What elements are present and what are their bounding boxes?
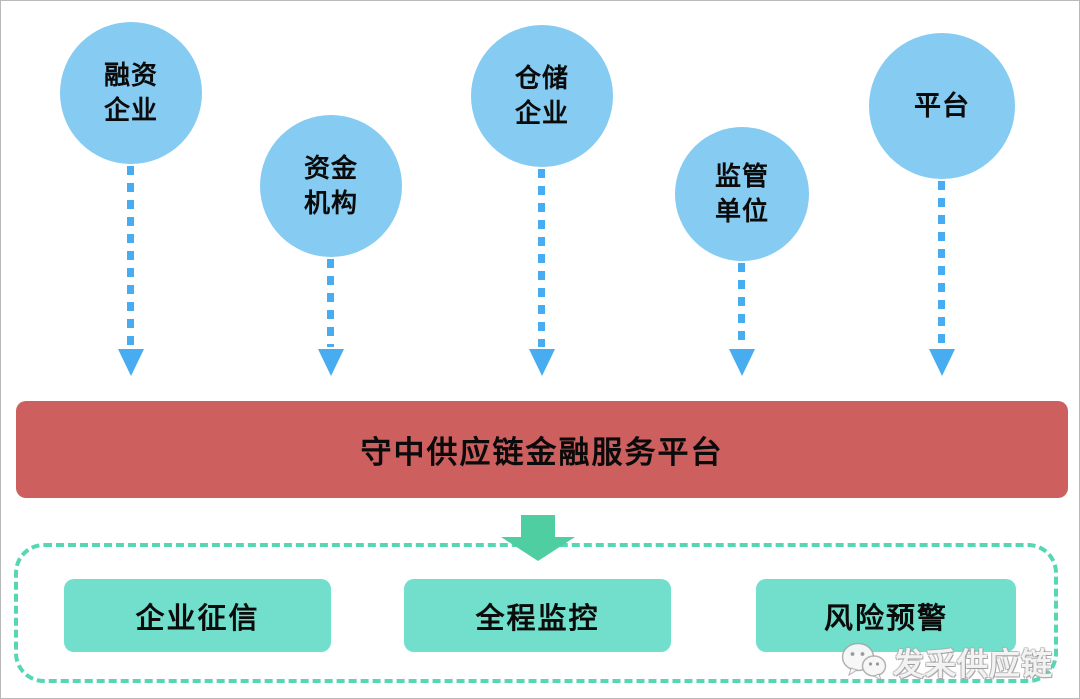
actor-label: 融资 企业 [103,59,158,125]
dashed-connector-line [938,181,945,347]
dashed-connector-line [538,169,545,347]
down-arrow-icon [318,349,344,376]
platform-banner-title: 守中供应链金融服务平台 [360,435,724,470]
down-arrow-icon [118,349,144,376]
actor-circle-warehousing-enterprise: 仓储 企业 [471,25,613,167]
output-box-full-process-monitoring: 全程监控 [404,579,671,652]
actor-label: 平台 [914,90,970,121]
actor-circle-platform: 平台 [869,33,1015,179]
down-arrow-icon [929,349,955,376]
dashed-connector-line [127,166,134,347]
actor-label: 监管 单位 [714,160,769,226]
actor-circle-supervision-unit: 监管 单位 [675,127,809,261]
actor-circle-capital-institution: 资金 机构 [260,115,402,257]
wechat-icon [841,642,887,681]
watermark-text: 发采供应链 [893,647,1053,682]
watermark: 发采供应链 [841,639,1053,684]
platform-banner: 守中供应链金融服务平台 [16,401,1068,498]
output-label: 风险预警 [823,602,948,635]
output-box-enterprise-credit: 企业征信 [64,579,331,652]
block-down-arrow-icon [501,515,575,561]
dashed-connector-line [327,259,334,347]
actor-label: 资金 机构 [303,152,358,218]
actor-circle-financing-enterprise: 融资 企业 [60,22,202,164]
down-arrow-icon [529,349,555,376]
output-label: 企业征信 [135,602,260,635]
down-arrow-icon [729,349,755,376]
output-label: 全程监控 [475,602,600,635]
dashed-connector-line [738,263,745,347]
actor-label: 仓储 企业 [514,62,569,128]
output-box-risk-warning: 风险预警 [756,579,1016,652]
